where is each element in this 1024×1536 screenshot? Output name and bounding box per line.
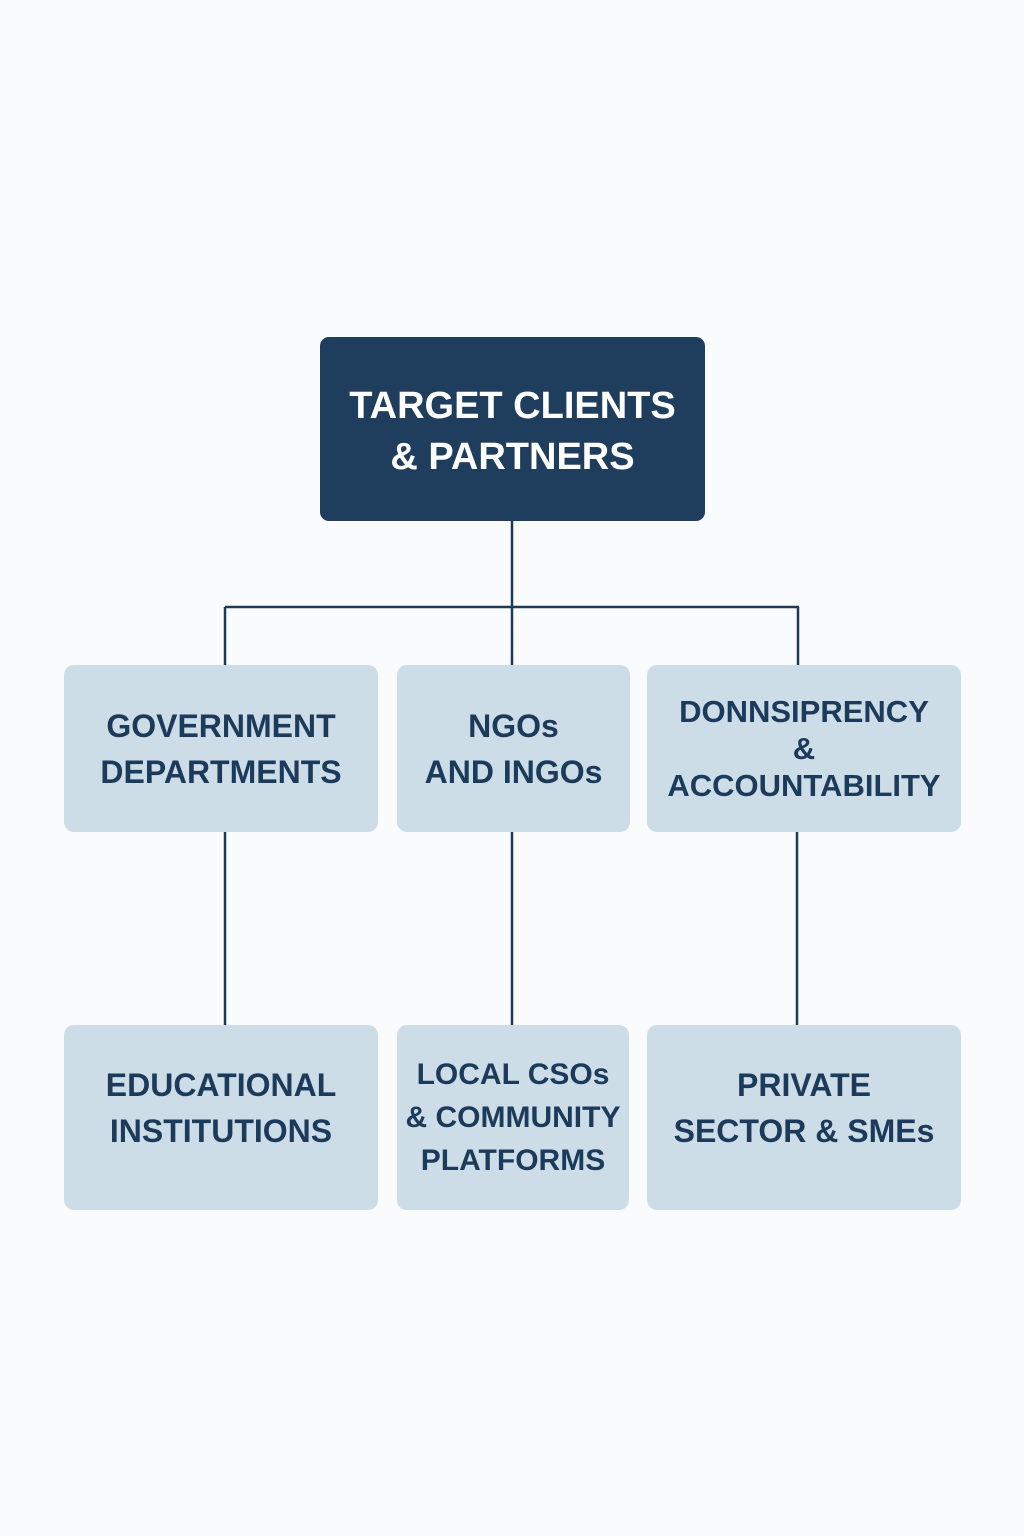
node-label: INSTITUTIONS bbox=[109, 1112, 333, 1149]
node-private-sector: PRIVATE SECTOR & SMEs bbox=[647, 1025, 961, 1210]
node-label: NGOs bbox=[468, 707, 559, 744]
node-accountability: DONNSIPRENCY & ACCOUNTABILITY bbox=[647, 665, 961, 832]
node-label: & COMMUNITY bbox=[405, 1101, 621, 1134]
root-node-target-clients: TARGET CLIENTS & PARTNERS bbox=[320, 337, 705, 521]
node-label: PRIVATE bbox=[737, 1066, 871, 1103]
node-label: GOVERNMENT bbox=[106, 707, 336, 744]
node-educational-institutions: EDUCATIONAL INSTITUTIONS bbox=[64, 1025, 378, 1210]
root-line-2: & PARTNERS bbox=[390, 436, 635, 478]
root-line-1: TARGET CLIENTS bbox=[349, 385, 676, 427]
node-ngos-ingos: NGOs AND INGOs bbox=[397, 665, 630, 832]
node-label: DEPARTMENTS bbox=[100, 753, 342, 790]
node-label: AND INGOs bbox=[424, 753, 603, 790]
node-label: DONNSIPRENCY bbox=[679, 694, 929, 729]
node-label: SECTOR & SMEs bbox=[673, 1112, 935, 1149]
node-label: PLATFORMS bbox=[420, 1144, 606, 1177]
node-government-departments: GOVERNMENT DEPARTMENTS bbox=[64, 665, 378, 832]
node-label: EDUCATIONAL bbox=[105, 1066, 337, 1103]
node-label: ACCOUNTABILITY bbox=[667, 768, 941, 803]
node-local-csos: LOCAL CSOs & COMMUNITY PLATFORMS bbox=[397, 1025, 629, 1210]
node-label: & bbox=[792, 731, 816, 766]
node-label: LOCAL CSOs bbox=[416, 1058, 610, 1091]
